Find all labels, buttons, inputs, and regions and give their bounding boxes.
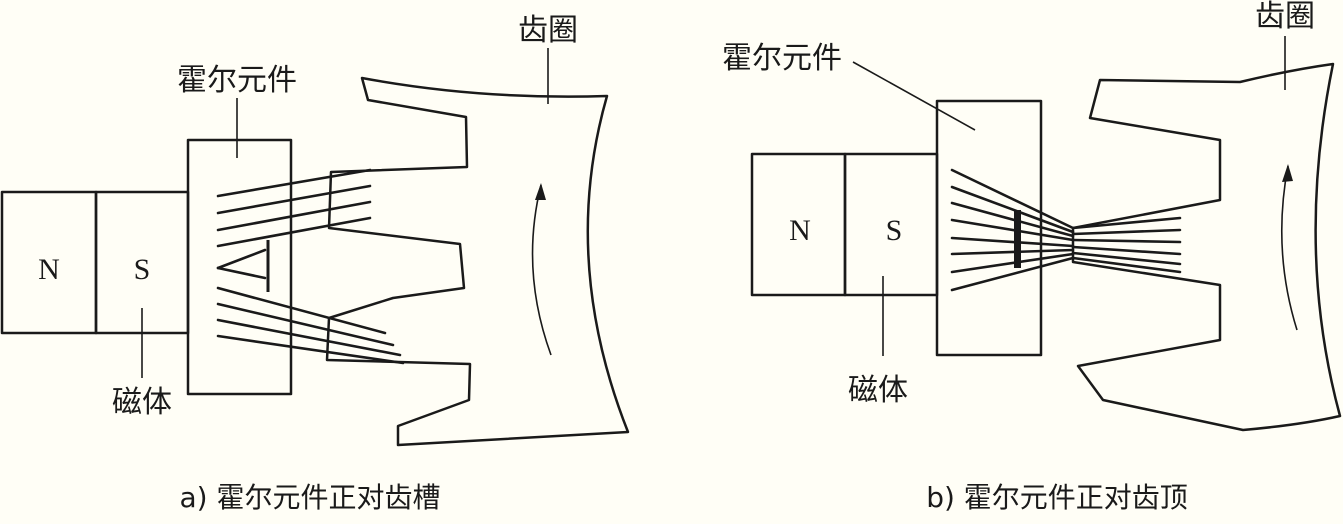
rotation-arrow-b	[1280, 165, 1298, 331]
label-gear-a: 齿圈	[518, 13, 578, 48]
leader-hall-b	[852, 61, 976, 131]
label-magnet-a: 磁体	[112, 385, 172, 420]
gear-ring-a	[325, 76, 630, 447]
caption-b: b) 霍尔元件正对齿顶	[926, 481, 1188, 514]
flux-lines-lower-a	[216, 286, 405, 365]
label-hall-a: 霍尔元件	[177, 63, 297, 98]
rotation-arrowhead-b	[1282, 164, 1293, 182]
flux-lines-left-b	[950, 168, 1075, 292]
panel-b: N S 霍尔元件 齿圈	[722, 0, 1342, 514]
rotation-arrowhead-a	[535, 183, 546, 200]
pole-n-label-b: N	[789, 214, 811, 247]
label-gear-b: 齿圈	[1255, 0, 1315, 34]
hall-element-b	[935, 99, 1043, 357]
label-hall-b: 霍尔元件	[722, 41, 842, 76]
hall-element-a	[186, 138, 293, 396]
flux-lines-right-b	[1071, 216, 1182, 274]
pole-n-label-a: N	[38, 253, 60, 286]
rotation-arrow-a	[531, 184, 552, 356]
gear-ring-b	[1071, 62, 1342, 432]
label-magnet-b: 磁体	[848, 373, 908, 408]
panel-a: N S 霍尔元件 齿圈 磁体 a) 霍尔元件正对齿槽	[0, 13, 630, 514]
hall-chip-b	[1014, 210, 1021, 268]
flux-lines-upper-a	[216, 168, 372, 280]
pole-s-label-b: S	[886, 214, 903, 247]
caption-a: a) 霍尔元件正对齿槽	[180, 481, 441, 514]
pole-s-label-a: S	[134, 253, 151, 286]
